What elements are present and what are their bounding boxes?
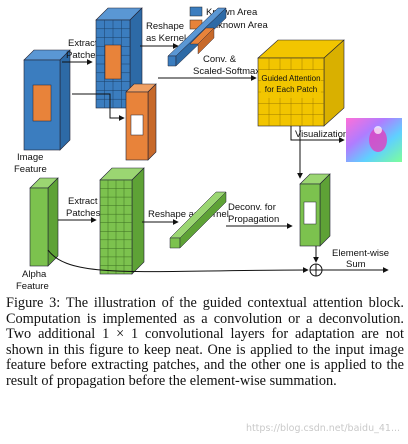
deconv-label-1: Deconv. for [228,202,276,213]
guided-attention-cube [257,39,345,127]
bottom-kernel-strip [169,191,227,249]
image-feature-label-1: Image [17,152,43,163]
legend-known-label: Known Area [206,7,258,18]
element-wise-sum-label-2: Sum [346,259,366,270]
top-patch-grid [95,7,143,109]
image-feature-label-2: Feature [14,164,47,175]
extract-patches-top-label-2: Patches [66,50,101,61]
alpha-skip-connection [47,249,309,274]
guided-attention-label-2: for Each Patch [265,85,317,94]
propagation-output-slab [299,173,331,247]
alpha-feature-block [29,177,59,267]
visualization-arrow [290,126,345,143]
reshape-kernel-top-label-1: Reshape [146,21,184,32]
guided-contextual-attention-diagram: Known Area Unknown Area Image Feature Ex… [14,6,402,290]
extract-patches-bottom-label-2: Patches [66,208,101,219]
figure-caption: Figure 3: The illustration of the guided… [6,295,404,389]
conv-softmax-label-2: Scaled-Softmax [193,66,260,77]
reshape-kernel-top-label-2: as Kernel [146,33,186,44]
element-wise-sum-node [309,263,323,277]
watermark: https://blog.csdn.net/baidu_41... [245,423,400,434]
image-feature-block [23,49,71,151]
element-wise-sum-label-1: Element-wise [332,248,389,259]
legend-unknown-label: Unknown Area [206,20,269,31]
extract-patches-top-label-1: Extract [68,38,98,49]
alpha-feature-label-2: Feature [16,281,49,290]
extract-patches-bottom-label-1: Extract [68,196,98,207]
bottom-patch-grid [99,167,145,275]
alpha-feature-label-1: Alpha [22,269,47,280]
reshape-kernel-bottom-label: Reshape as Kernel [148,209,229,220]
legend-known-swatch [189,6,203,17]
deconv-label-2: Propagation [228,214,279,225]
middle-orange-slab [125,83,157,161]
orange-branch-arrow [72,93,125,121]
guided-attention-label-1: Guided Attention [261,74,320,83]
visualization-label: Visualization [295,129,348,140]
visualization-image [346,118,402,162]
top-kernel-strip [167,7,227,67]
legend: Known Area Unknown Area [189,6,269,31]
conv-softmax-label-1: Conv. & [203,54,237,65]
